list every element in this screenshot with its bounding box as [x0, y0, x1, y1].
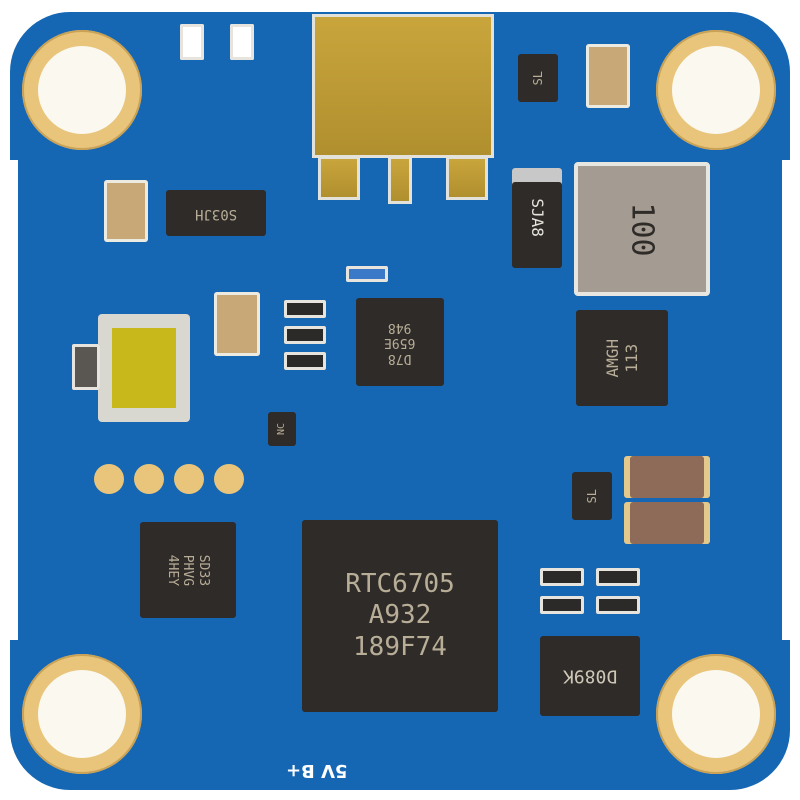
main-ic-line-3: 189F74 — [353, 631, 447, 662]
resistor — [346, 266, 388, 282]
upper-qfn-line-2: 659E — [384, 334, 416, 350]
resistor — [230, 24, 254, 60]
board-notch-right — [782, 160, 800, 640]
resistor — [540, 568, 584, 586]
mounting-hole-bottom-right — [656, 654, 776, 774]
antenna-pin-center — [388, 156, 412, 204]
sot-ic-top-left: S03JH — [166, 190, 266, 236]
power-silkscreen-label: 5V B+ — [286, 760, 348, 781]
small-sot-nc: NC — [268, 412, 296, 446]
regulator-line-1: AMGH — [602, 338, 622, 378]
gold-pad-2 — [134, 464, 164, 494]
antenna-pad-right — [446, 156, 488, 200]
diode-top-right: SL — [518, 54, 558, 102]
left-qfn-line-2: PHVG — [180, 554, 196, 586]
switch-side-connector — [72, 344, 100, 390]
nc-label: NC — [275, 422, 287, 436]
diode-sja8-label: SJA8 — [527, 198, 547, 238]
main-ic-line-1: RTC6705 — [345, 569, 455, 600]
upper-qfn-line-1: D78 — [388, 350, 412, 366]
capacitor — [214, 292, 260, 356]
main-ic-line-2: A932 — [368, 600, 432, 631]
push-button[interactable] — [98, 314, 190, 422]
sot-label: S03JH — [194, 205, 238, 222]
diode-label: SL — [530, 70, 545, 86]
diode-mid-right: SL — [572, 472, 612, 520]
resistor — [284, 326, 326, 344]
mounting-hole-bottom-left — [22, 654, 142, 774]
power-inductor: 100 — [574, 162, 710, 296]
resistor — [180, 24, 204, 60]
diode-sja8: SJA8 — [512, 168, 562, 268]
resistor — [284, 352, 326, 370]
gold-pad-1 — [94, 464, 124, 494]
resistor — [596, 568, 640, 586]
gold-pad-3 — [174, 464, 204, 494]
resistor — [596, 596, 640, 614]
antenna-connector — [312, 14, 494, 158]
resistor — [284, 300, 326, 318]
bottom-right-ic-label: D089K — [562, 665, 618, 687]
capacitor — [624, 456, 710, 498]
upper-qfn-line-3: 948 — [388, 319, 412, 335]
bottom-right-ic: D089K — [540, 636, 640, 716]
regulator-line-2: 113 — [622, 343, 641, 373]
inductor-label: 100 — [624, 201, 660, 257]
capacitor — [586, 44, 630, 108]
antenna-pad-left — [318, 156, 360, 200]
diode-label: SL — [584, 488, 599, 504]
capacitor — [104, 180, 148, 242]
capacitor — [624, 502, 710, 544]
left-qfn-line-3: 4HEY — [165, 554, 181, 586]
gold-pad-4 — [214, 464, 244, 494]
resistor — [540, 596, 584, 614]
left-qfn-line-1: SD33 — [196, 554, 212, 586]
board-notch-left — [0, 160, 18, 640]
mounting-hole-top-right — [656, 30, 776, 150]
mounting-hole-top-left — [22, 30, 142, 150]
